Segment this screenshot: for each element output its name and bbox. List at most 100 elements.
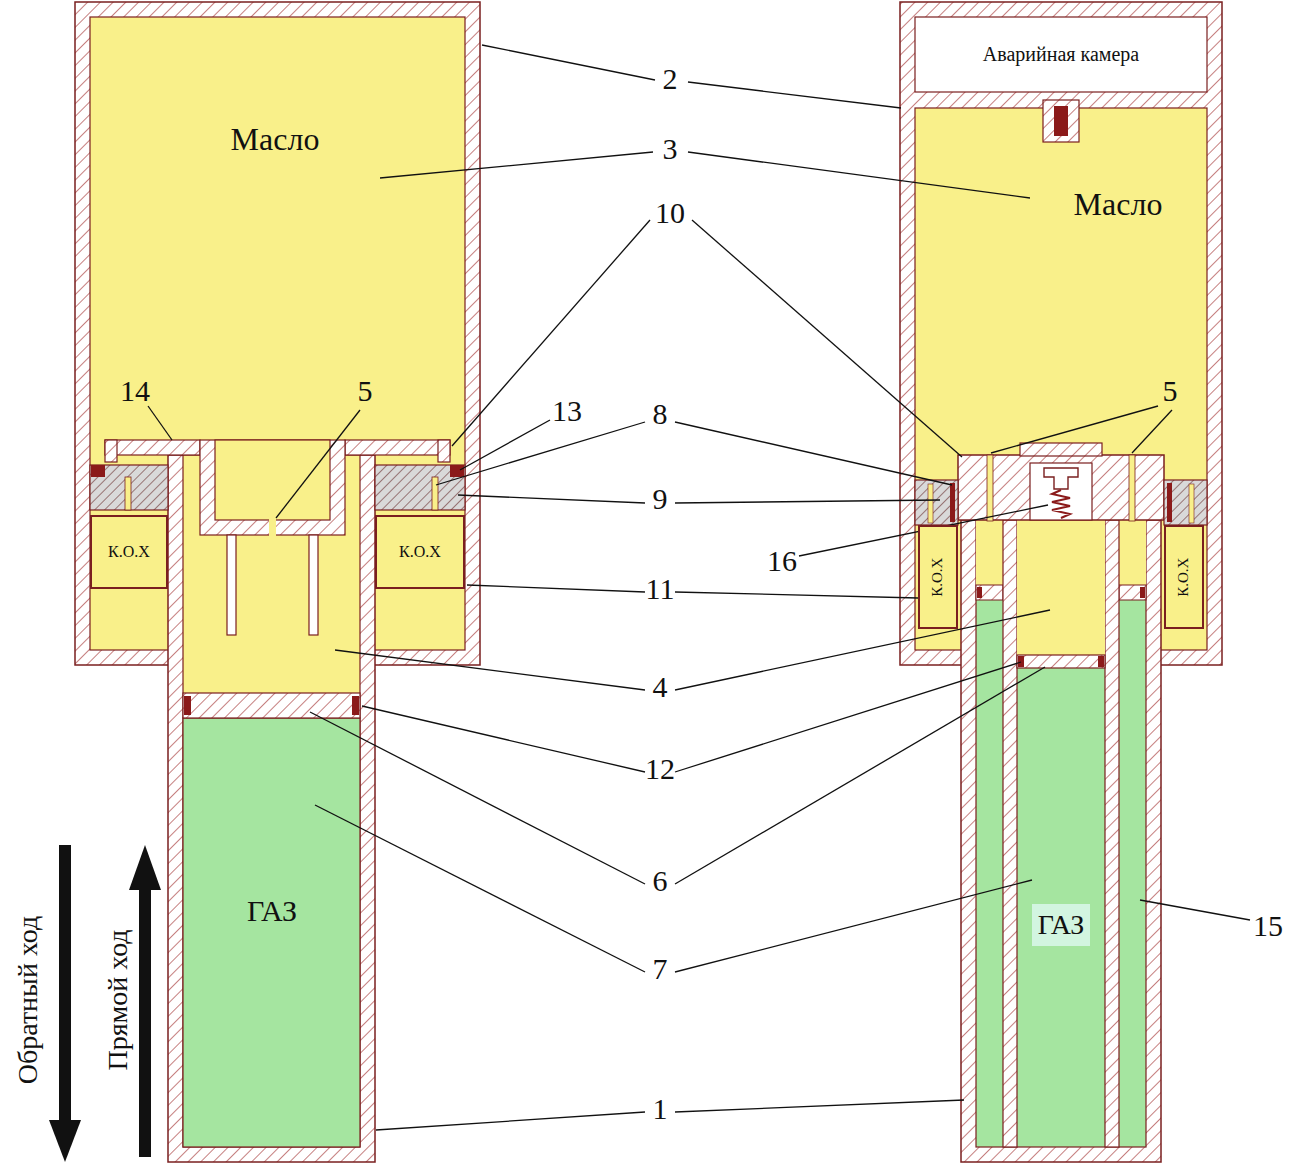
leader-line [460,420,550,470]
arrow-head [49,1120,81,1162]
arrow-shaft [139,887,151,1157]
region-label: ГАЗ [1038,910,1085,941]
ring-seal [1167,483,1172,522]
callout-number: 3 [663,132,678,165]
flange-lip [438,440,450,462]
leader-line [675,880,1032,972]
leader-line [1140,900,1250,920]
right-absorber [900,2,1222,1162]
piston-cup [200,440,345,535]
region-label: Масло [1074,187,1163,222]
valve-ring [90,465,168,510]
callout-number: 1 [653,1092,668,1125]
valve-spring [1052,490,1070,518]
inner-tube-wall [1003,520,1017,1147]
region-label: К.О.Х [1176,557,1193,596]
leader-line [467,585,645,592]
leader-line [376,1112,645,1130]
piston-seal [184,696,191,715]
leader-line [452,220,650,446]
oil-channel [987,455,993,521]
emergency-chamber-volume [915,17,1207,92]
burst-plug-core [1054,106,1068,136]
oil-chamber: Масло [1068,181,1169,228]
callout-number: 14 [120,374,150,407]
leader-line [1132,410,1172,453]
leader-line [310,712,645,884]
inner-oil [1017,520,1105,655]
valve-poppet [1044,468,1078,489]
check-valve-box: К.О.Х [1164,525,1204,629]
callout-number: 12 [645,752,675,785]
callout-number: 13 [552,394,582,427]
burst-plug [1043,100,1079,142]
leader-line [315,805,645,972]
region-label: К.О.Х [930,557,947,596]
flange-lip [105,440,117,462]
ring-seal [450,465,464,477]
leader-line [675,610,1050,690]
oil-channel [1189,484,1194,523]
region-label: ГАЗ [247,894,297,927]
leader-line [362,706,645,772]
check-valve-box: К.О.Х [918,525,958,629]
check-valve-box: К.О.Х [90,515,168,589]
valve-ring [1164,480,1207,525]
orifice [269,519,276,536]
callout-number: 11 [646,572,675,605]
leader-line [458,495,645,503]
tube-wall [168,455,375,1162]
callout-number: 9 [653,482,668,515]
stroke-direction-label: Прямой ход [103,929,134,1070]
region-label: К.О.Х [399,543,441,561]
gas-chamber: ГАЗ [1032,904,1091,947]
oil-channel [432,477,438,510]
floating-piston [183,693,360,718]
check-valve-box: К.О.Х [375,515,465,589]
callout-number: 2 [663,62,678,95]
ring-seal [950,483,955,522]
oil-channel [928,484,933,523]
leader-line [675,662,1021,772]
piston-seal [352,696,359,715]
leader-line [380,152,653,178]
inner-tube-wall [1105,520,1119,1147]
left-absorber [75,2,480,1162]
leader-line [675,422,952,485]
annular-piston [1119,585,1146,600]
valve-cavity [1030,463,1092,520]
arrow-shaft [59,845,71,1123]
leader-line [675,500,940,503]
piston-seal [1140,587,1145,598]
callout-number: 10 [655,196,685,229]
ring-seal [91,465,105,477]
stroke-direction-label: Обратный ход [13,916,44,1085]
leader-lines [148,45,1250,1130]
piston-seal [1018,656,1024,667]
gas-volume [183,718,360,1147]
piston-head [958,455,1164,520]
leader-line [692,220,962,457]
leader-line [675,667,1045,884]
cup-cavity [215,440,330,520]
region-label: Аварийная камера [983,43,1139,65]
callout-number: 7 [653,952,668,985]
arrow-head [129,845,161,890]
leader-line [688,82,901,108]
callout-number: 16 [767,544,797,577]
valve-ring [375,465,465,510]
oil-chamber: Масло [225,116,326,163]
flange-plate [345,440,450,455]
stroke-arrows [49,845,161,1162]
callout-number: 5 [358,374,373,407]
annular-piston [976,585,1003,600]
gas-volume [976,520,1146,1147]
region-label: К.О.Х [108,543,150,561]
leader-line [148,406,172,440]
leader-line [688,152,1030,198]
callout-number: 6 [653,864,668,897]
tube-oil [183,455,360,1147]
housing-wall [900,2,1222,665]
gas-chamber: ГАЗ [241,888,303,933]
